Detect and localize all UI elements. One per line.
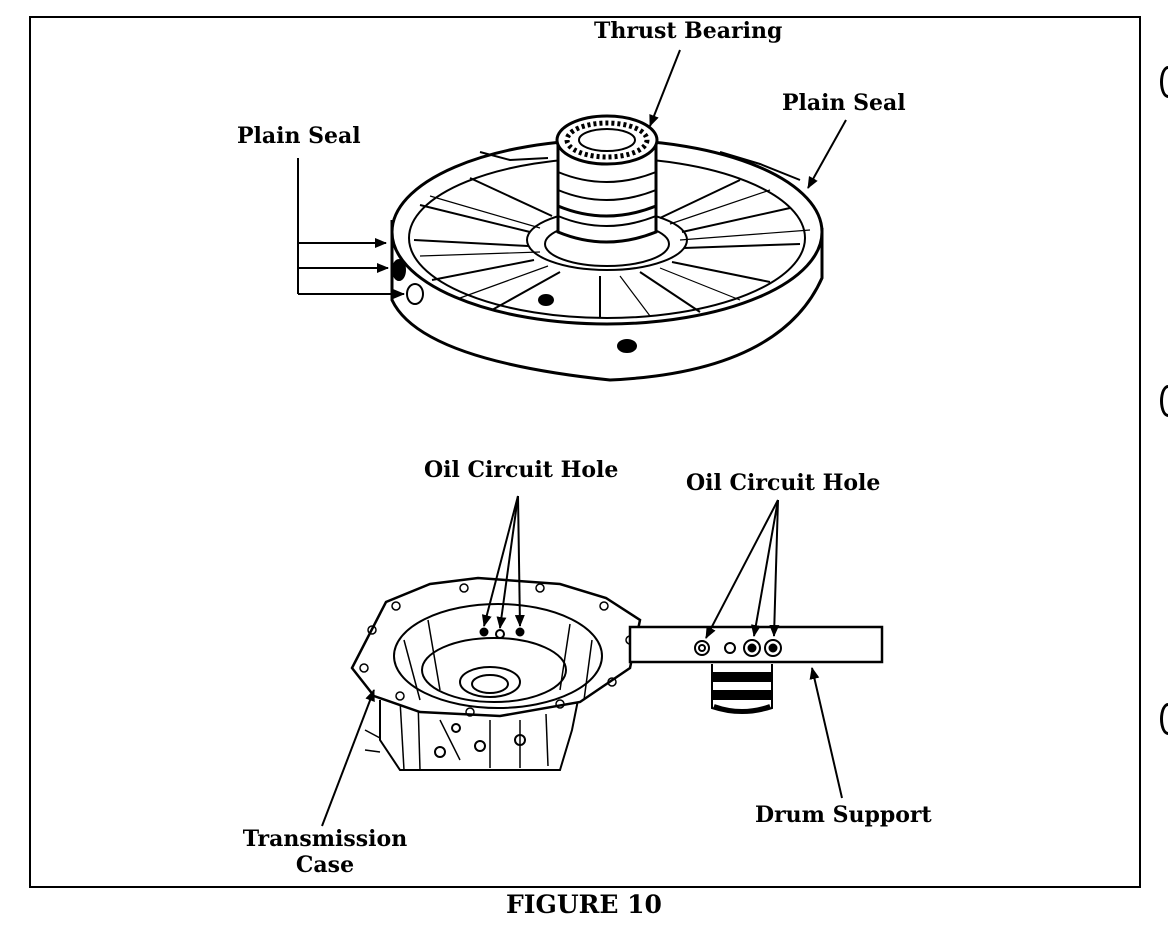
transmission-case-label-line1: Transmission	[242, 826, 408, 852]
binder-hole-mark	[1160, 66, 1168, 98]
thrust-bearing-leader	[649, 49, 681, 127]
binder-hole-mark	[1160, 385, 1168, 417]
transmission-case-label-line2: Case	[295, 852, 355, 878]
transmission-case-label: Transmission Case	[240, 826, 410, 878]
plain-seal-left-label: Plain Seal	[237, 123, 361, 149]
drum-support-label: Drum Support	[755, 802, 932, 828]
thrust-bearing-label: Thrust Bearing	[594, 18, 783, 44]
oil-hole-right-leaders	[705, 499, 780, 639]
oil-hole-left-label: Oil Circuit Hole	[424, 457, 619, 483]
plain-seal-right-label: Plain Seal	[782, 90, 906, 116]
oil-hole-right-label: Oil Circuit Hole	[686, 470, 881, 496]
plain-seal-left-leader	[297, 158, 405, 299]
figure-caption: FIGURE 10	[506, 890, 662, 919]
plain-seal-right-leader	[807, 119, 847, 189]
oil-hole-left-leaders	[481, 495, 525, 629]
transmission-case-leader	[321, 689, 375, 827]
binder-hole-mark	[1160, 703, 1168, 735]
transmission-case-drawing	[350, 576, 642, 771]
figure-frame	[29, 16, 1141, 888]
drum-support-drawing	[628, 625, 884, 714]
pump-assembly-drawing	[390, 114, 824, 382]
drum-support-leader	[809, 667, 843, 799]
